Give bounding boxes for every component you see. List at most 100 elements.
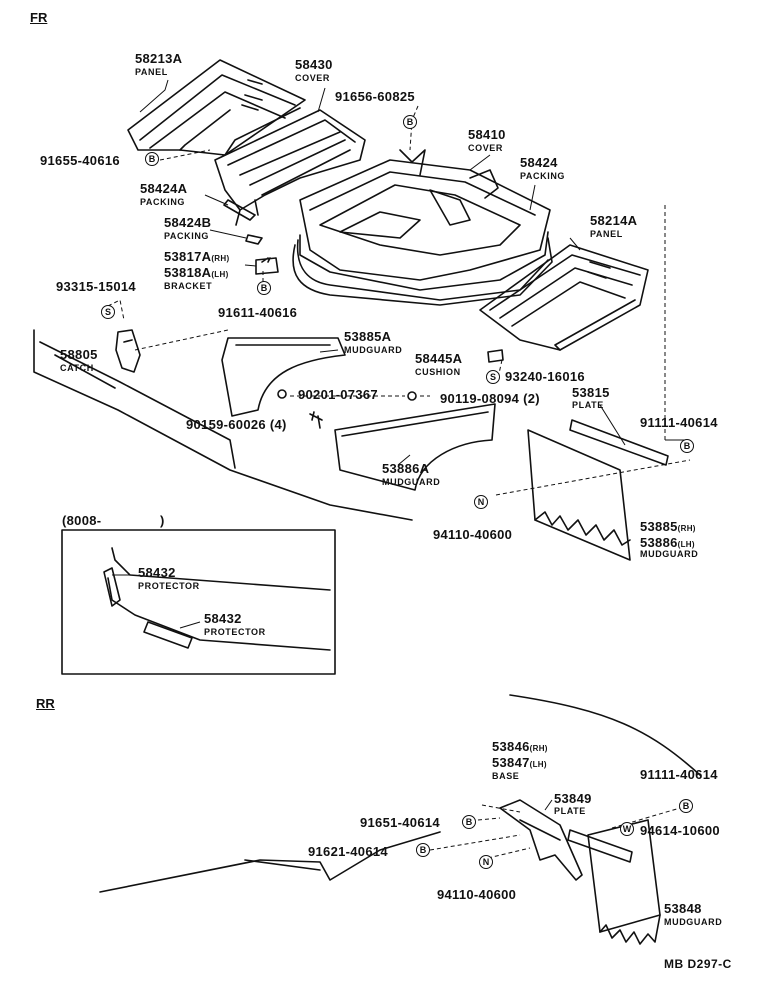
section-fr: FR bbox=[30, 10, 48, 25]
marker-n-94110-rear: N bbox=[479, 855, 493, 869]
mudguard-53885-drawing bbox=[527, 429, 631, 561]
diagram-code: MB D297-C bbox=[664, 957, 732, 971]
marker-n-94110-front: N bbox=[474, 495, 488, 509]
part-58424a-number[interactable]: 58424A bbox=[140, 181, 188, 196]
part-91655-number[interactable]: 91655-40616 bbox=[40, 153, 120, 168]
part-53886a-number[interactable]: 53886A bbox=[382, 461, 430, 476]
part-53818a-suffix: (LH) bbox=[211, 270, 229, 279]
part-53885a-name: MUDGUARD bbox=[344, 345, 403, 355]
part-91111-rear-number[interactable]: 91111-40614 bbox=[640, 767, 718, 782]
part-53885a-number[interactable]: 53885A bbox=[344, 329, 392, 344]
screw-90159 bbox=[309, 411, 323, 429]
part-58424a-name: PACKING bbox=[140, 197, 186, 207]
marker-b-91621: B bbox=[416, 843, 430, 857]
part-94110-front-number[interactable]: 94110-40600 bbox=[433, 527, 513, 542]
base-53846-drawing bbox=[499, 799, 583, 881]
part-58432-b-name: PROTECTOR bbox=[204, 627, 266, 637]
part-53886-num-text: 53886 bbox=[640, 535, 678, 550]
packing-58424-drawing bbox=[292, 237, 553, 306]
inset-header-close: ) bbox=[160, 513, 165, 528]
part-58410-name: COVER bbox=[468, 143, 504, 153]
part-58432-a-name: PROTECTOR bbox=[138, 581, 200, 591]
mudguard-53885a-drawing bbox=[221, 337, 346, 417]
part-58424b-number[interactable]: 58424B bbox=[164, 215, 212, 230]
inset-header: (8008- bbox=[62, 513, 102, 528]
part-53848-number[interactable]: 53848 bbox=[664, 901, 702, 916]
part-53849-name: PLATE bbox=[554, 806, 586, 816]
part-58213a-number[interactable]: 58213A bbox=[135, 51, 183, 66]
marker-b-91651: B bbox=[462, 815, 476, 829]
part-58430-number[interactable]: 58430 bbox=[295, 57, 333, 72]
part-58805-number[interactable]: 58805 bbox=[60, 347, 98, 362]
catch-58805-drawing bbox=[115, 329, 141, 373]
part-93315-number[interactable]: 93315-15014 bbox=[56, 279, 136, 294]
marker-b-91656: B bbox=[403, 115, 417, 129]
part-93240-number[interactable]: 93240-16016 bbox=[505, 369, 585, 384]
part-53885-number[interactable]: 53885(RH) bbox=[640, 520, 696, 533]
part-94110-rear-number[interactable]: 94110-40600 bbox=[437, 887, 517, 902]
part-58424-number[interactable]: 58424 bbox=[520, 155, 558, 170]
part-58214a-name: PANEL bbox=[590, 229, 623, 239]
part-53815-number[interactable]: 53815 bbox=[572, 385, 610, 400]
part-91611-number[interactable]: 91611-40616 bbox=[218, 305, 298, 320]
part-53846-num-text: 53846 bbox=[492, 739, 530, 754]
part-91656-number[interactable]: 91656-60825 bbox=[335, 89, 415, 104]
part-58445a-name: CUSHION bbox=[415, 367, 461, 377]
part-58432-a-number[interactable]: 58432 bbox=[138, 565, 176, 580]
plate-53815-drawing bbox=[569, 419, 669, 466]
part-90159-number[interactable]: 90159-60026 (4) bbox=[186, 417, 287, 432]
protector-58432b-drawing bbox=[143, 621, 193, 649]
part-53818a-number[interactable]: 53818A(LH) bbox=[164, 266, 229, 279]
part-53815-name: PLATE bbox=[572, 400, 604, 410]
cushion-drawing bbox=[487, 349, 504, 363]
section-rr: RR bbox=[36, 696, 55, 711]
part-58424-name: PACKING bbox=[520, 171, 566, 181]
part-58424b-name: PACKING bbox=[164, 231, 210, 241]
part-58445a-number[interactable]: 58445A bbox=[415, 351, 463, 366]
marker-b-91655: B bbox=[145, 152, 159, 166]
part-53818a-num-text: 53818A bbox=[164, 265, 212, 280]
inset-box bbox=[61, 529, 336, 675]
part-58432-b-number[interactable]: 58432 bbox=[204, 611, 242, 626]
part-53817a-number[interactable]: 53817A(RH) bbox=[164, 250, 229, 263]
part-94614-number[interactable]: 94614-10600 bbox=[640, 823, 720, 838]
part-90201-number[interactable]: 90201-07367 bbox=[298, 387, 378, 402]
marker-s-93315: S bbox=[101, 305, 115, 319]
part-53817a-suffix: (RH) bbox=[211, 254, 230, 263]
part-53818a-name: BRACKET bbox=[164, 281, 213, 291]
marker-w-94614: W bbox=[620, 822, 634, 836]
part-58213a-name: PANEL bbox=[135, 67, 168, 77]
part-91621-number[interactable]: 91621-40614 bbox=[308, 844, 388, 859]
part-90119-number[interactable]: 90119-08094 (2) bbox=[440, 391, 540, 406]
bracket-drawing bbox=[255, 257, 279, 275]
panel-58214a-drawing bbox=[479, 244, 649, 351]
vehicle-body-outline bbox=[33, 329, 413, 521]
marker-b-91111-front: B bbox=[680, 439, 694, 453]
part-91111-front-number[interactable]: 91111-40614 bbox=[640, 415, 718, 430]
part-53817a-num-text: 53817A bbox=[164, 249, 212, 264]
part-58805-name: CATCH bbox=[60, 363, 94, 373]
marker-b-91111-rear: B bbox=[679, 799, 693, 813]
mudguard-53886a-drawing bbox=[334, 403, 496, 491]
part-58410-number[interactable]: 58410 bbox=[468, 127, 506, 142]
marker-s-93240: S bbox=[486, 370, 500, 384]
part-53847-suffix: (LH) bbox=[529, 760, 547, 769]
packing-58424b-drawing bbox=[245, 234, 263, 245]
part-53847-num-text: 53847 bbox=[492, 755, 530, 770]
rear-body-outline bbox=[509, 694, 701, 776]
protector-58432a-drawing bbox=[103, 567, 121, 607]
part-58430-name: COVER bbox=[295, 73, 331, 83]
part-53847-name: BASE bbox=[492, 771, 520, 781]
part-53886a-name: MUDGUARD bbox=[382, 477, 441, 487]
part-58214a-number[interactable]: 58214A bbox=[590, 213, 638, 228]
part-53886-number[interactable]: 53886(LH) bbox=[640, 536, 695, 549]
part-91651-number[interactable]: 91651-40614 bbox=[360, 815, 440, 830]
part-53847-number[interactable]: 53847(LH) bbox=[492, 756, 547, 769]
part-53885-num-text: 53885 bbox=[640, 519, 678, 534]
part-53846-number[interactable]: 53846(RH) bbox=[492, 740, 548, 753]
part-53885-suffix: (RH) bbox=[677, 524, 696, 533]
part-53886-name: MUDGUARD bbox=[640, 549, 699, 559]
part-53849-number[interactable]: 53849 bbox=[554, 791, 592, 806]
part-53848-name: MUDGUARD bbox=[664, 917, 723, 927]
